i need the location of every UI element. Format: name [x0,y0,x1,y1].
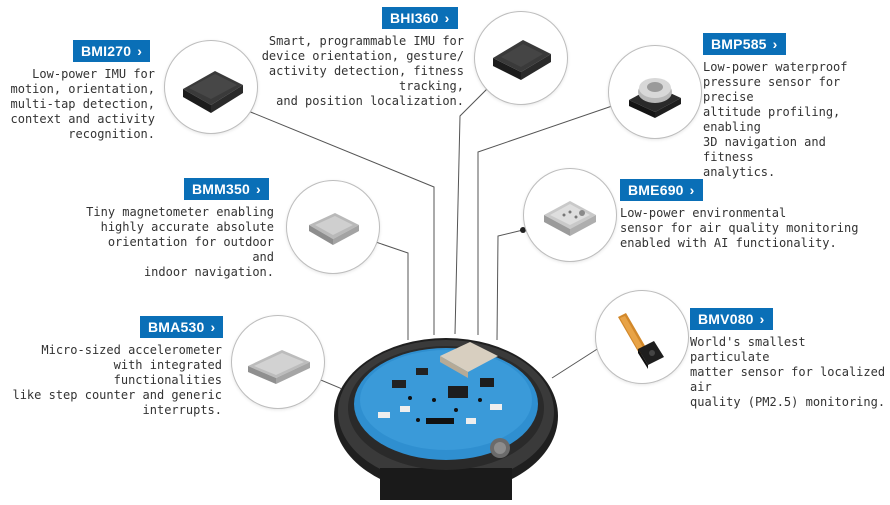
connector-bmi270 [235,105,435,335]
desc-line: context and activity [10,112,156,126]
desc-bhi360: Smart, programmable IMU for device orien… [238,34,464,109]
desc-bma530: Micro-sized accelerometer with integrate… [10,343,222,418]
tag-bmi270[interactable]: BMI270 › [73,40,151,62]
connector-bmv080 [551,345,603,379]
desc-bmm350: Tiny magnetometer enabling highly accura… [84,205,274,280]
desc-line: interrupts. [142,403,222,417]
tag-bhi360-label: BHI360 [390,10,439,26]
desc-line: and position localization. [276,94,464,108]
desc-line: analytics. [703,165,776,179]
desc-line: highly accurate absolute [100,220,274,234]
desc-bme690: Low-power environmental sensor for air q… [620,206,882,251]
desc-line: activity detection, fitness tracking, [268,64,464,93]
device-board-image [330,320,562,500]
desc-line: pressure sensor for precise [703,75,841,104]
tag-bmi270-label: BMI270 [81,43,132,59]
desc-line: indoor navigation. [143,265,274,279]
desc-line: like step counter and generic [12,388,222,402]
tag-bme690-label: BME690 [628,182,684,198]
tag-bme690[interactable]: BME690 › [620,179,703,201]
chevron-right-icon: › [444,10,450,26]
connector-bme690 [496,229,524,341]
desc-line: Low-power environmental [620,206,787,220]
desc-line: sensor for air quality monitoring [620,221,859,235]
chevron-right-icon: › [137,43,143,59]
tag-bmp585-label: BMP585 [711,36,767,52]
desc-line: with integrated functionalities [113,358,222,387]
desc-line: World's smallest particulate [690,335,806,364]
chip-image-bmm350 [286,180,380,274]
tag-bmm350-label: BMM350 [192,181,250,197]
chip-image-bme690 [523,168,617,262]
desc-line: Micro-sized accelerometer [41,343,222,357]
tag-bma530-label: BMA530 [148,319,205,335]
desc-line: matter sensor for localized air [690,365,886,394]
chevron-right-icon: › [210,319,216,335]
chip-image-bhi360 [474,11,568,105]
desc-line: Low-power IMU for [32,67,155,81]
desc-line: enabled with AI functionality. [620,236,837,250]
desc-line: device orientation, gesture/ [261,49,464,63]
tag-bhi360[interactable]: BHI360 › [382,7,458,29]
chevron-right-icon: › [772,36,778,52]
chip-image-bmi270 [164,40,258,134]
desc-line: orientation for outdoor and [107,235,274,264]
desc-line: altitude profiling, enabling [703,105,841,134]
chip-image-bmv080 [595,290,689,384]
desc-line: 3D navigation and fitness [703,135,826,164]
desc-line: recognition. [68,127,155,141]
desc-line: Tiny magnetometer enabling [86,205,274,219]
tag-bmv080[interactable]: BMV080 › [690,308,773,330]
desc-bmv080: World's smallest particulate matter sens… [690,335,888,410]
desc-bmi270: Low-power IMU for motion, orientation, m… [8,67,156,142]
desc-bmp585: Low-power waterproof pressure sensor for… [703,60,883,180]
chip-image-bmp585 [608,45,702,139]
desc-line: Low-power waterproof [703,60,848,74]
desc-line: motion, orientation, [10,82,156,96]
connector-bmp585 [477,92,651,335]
tag-bma530[interactable]: BMA530 › [140,316,224,338]
tag-bmp585[interactable]: BMP585 › [703,33,786,55]
chevron-right-icon: › [256,181,261,197]
chevron-right-icon: › [759,311,765,327]
chevron-right-icon: › [689,182,695,198]
tag-bmm350[interactable]: BMM350 › [184,178,269,200]
tag-bmv080-label: BMV080 [698,311,754,327]
desc-line: quality (PM2.5) monitoring. [690,395,886,409]
desc-line: multi-tap detection, [10,97,156,111]
chip-image-bma530 [231,315,325,409]
desc-line: Smart, programmable IMU for [268,34,464,48]
